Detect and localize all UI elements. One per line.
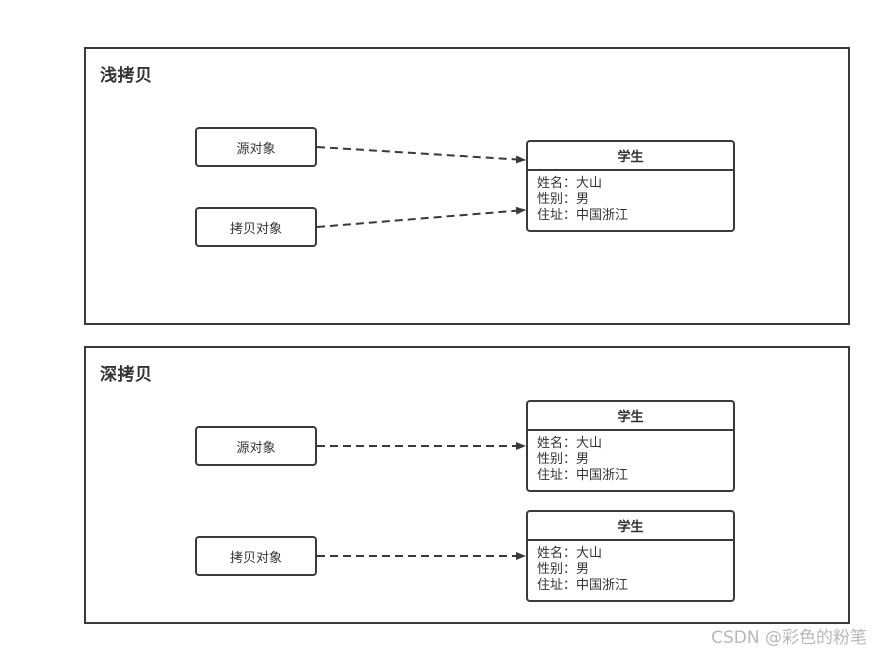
student-field-name: 姓名：大山: [537, 176, 603, 191]
deep-student-a-title: 学生: [528, 402, 733, 431]
deep-copy-object: 拷贝对象: [195, 536, 317, 576]
shallow-copy-object: 拷贝对象: [195, 207, 317, 247]
student-field-address: 住址：中国浙江: [537, 468, 629, 483]
shallow-student-class: 学生 姓名：大山 性别：男 住址：中国浙江: [526, 140, 735, 232]
deep-source-object: 源对象: [195, 426, 317, 466]
deep-student-a-fields: 姓名：大山 性别：男 住址：中国浙江: [528, 431, 733, 484]
shallow-copy-label: 拷贝对象: [229, 221, 282, 237]
student-field-gender: 性别：男: [537, 192, 590, 207]
deep-copy-panel: 深拷贝: [84, 346, 850, 624]
student-field-gender: 性别：男: [537, 562, 590, 577]
deep-student-b-title: 学生: [528, 512, 733, 541]
shallow-source-label: 源对象: [236, 141, 276, 157]
shallow-copy-panel: 浅拷贝: [84, 47, 850, 325]
student-field-gender: 性别：男: [537, 452, 590, 467]
csdn-watermark: CSDN @彩色的粉笔: [711, 628, 867, 648]
shallow-student-fields: 姓名：大山 性别：男 住址：中国浙江: [528, 171, 733, 224]
deep-copy-label: 拷贝对象: [229, 550, 282, 566]
shallow-student-title: 学生: [528, 142, 733, 171]
student-field-name: 姓名：大山: [537, 436, 603, 451]
student-field-name: 姓名：大山: [537, 546, 603, 561]
shallow-source-object: 源对象: [195, 127, 317, 167]
student-field-address: 住址：中国浙江: [537, 578, 629, 593]
deep-student-class-b: 学生 姓名：大山 性别：男 住址：中国浙江: [526, 510, 735, 602]
deep-student-class-a: 学生 姓名：大山 性别：男 住址：中国浙江: [526, 400, 735, 492]
shallow-copy-title: 浅拷贝: [100, 66, 153, 86]
student-field-address: 住址：中国浙江: [537, 208, 629, 223]
deep-copy-title: 深拷贝: [100, 365, 153, 385]
deep-source-label: 源对象: [236, 440, 276, 456]
deep-student-b-fields: 姓名：大山 性别：男 住址：中国浙江: [528, 541, 733, 594]
